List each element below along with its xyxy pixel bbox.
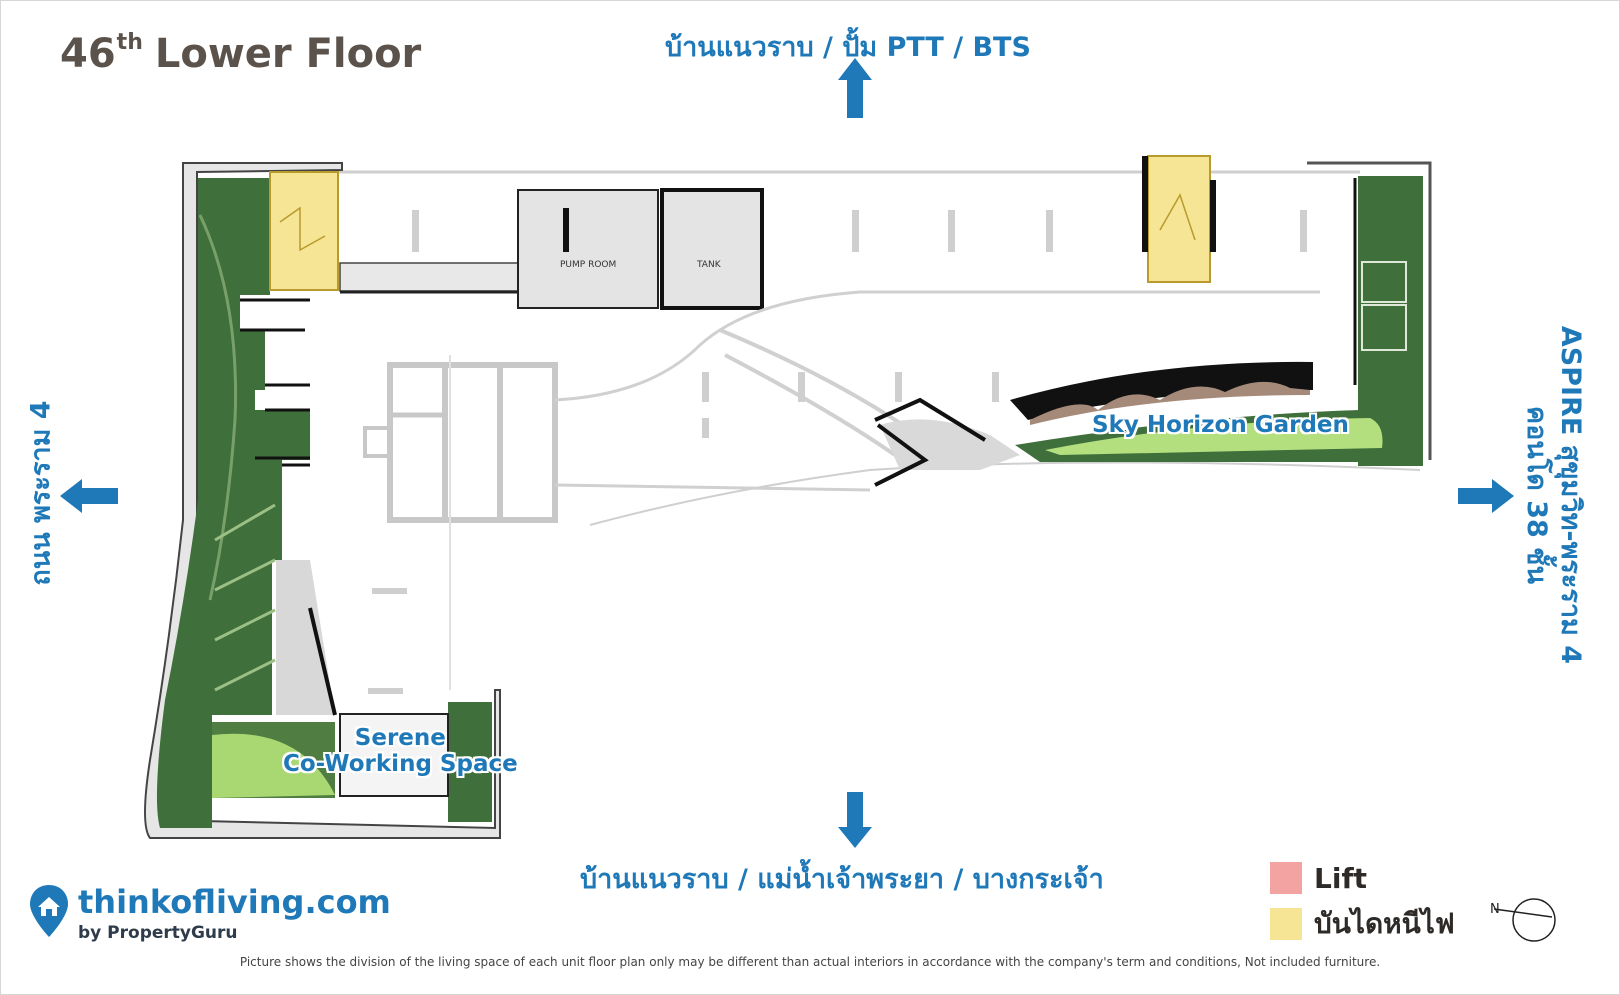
legend-swatch-fire-stair [1270, 908, 1302, 940]
north-compass-icon: N [1490, 898, 1556, 942]
stair-right [1147, 155, 1211, 283]
stair-left [269, 171, 339, 291]
left-garden-stripes [198, 214, 238, 601]
serene-coworking-label: Serene Co-Working Space [283, 725, 518, 777]
legend-item-lift: Lift [1270, 855, 1455, 901]
tank [660, 188, 764, 310]
brand-subtitle: by PropertyGuru [78, 923, 238, 943]
sky-horizon-garden-label: Sky Horizon Garden [1092, 412, 1349, 438]
coworking-room [339, 713, 449, 797]
arrow-left-icon [60, 479, 118, 513]
disclaimer-text: Picture shows the division of the living… [239, 955, 1381, 969]
legend-item-fire-stair: บันไดหนีไฟ [1270, 901, 1455, 947]
arrow-right-icon [1458, 479, 1514, 513]
direction-label-top: บ้านแนวราบ / ปั้ม PTT / BTS [665, 32, 1031, 63]
house-pin-logo-icon [30, 885, 68, 937]
pump-room-label: PUMP ROOM [560, 260, 617, 270]
legend: Lift บันไดหนีไฟ [1270, 855, 1455, 947]
arrow-down-icon [838, 792, 872, 848]
coworking-right-green [448, 702, 492, 822]
left-garden-green [156, 178, 310, 828]
direction-label-bottom: บ้านแนวราบ / แม่น้ำเจ้าพระยา / บางกระเจ้… [580, 864, 1104, 895]
legend-label-fire-stair: บันไดหนีไฟ [1314, 907, 1455, 940]
legend-swatch-lift [1270, 862, 1302, 894]
pump-room [517, 189, 659, 309]
svg-text:N: N [1490, 902, 1500, 917]
legend-label-lift: Lift [1314, 861, 1368, 895]
tank-label: TANK [697, 260, 721, 270]
arrow-up-icon [838, 58, 872, 118]
brand-name: thinkofliving.com [78, 883, 391, 921]
